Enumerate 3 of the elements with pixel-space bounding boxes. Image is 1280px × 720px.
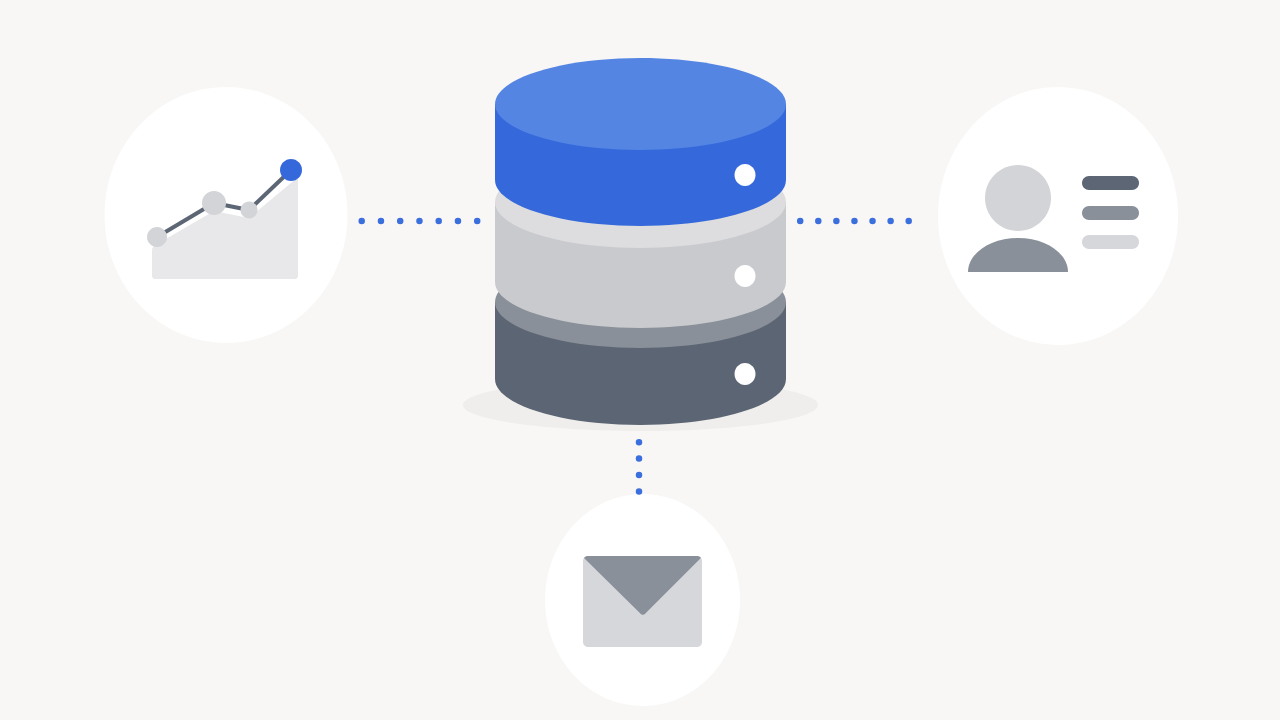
dotted-connector	[796, 217, 914, 225]
dotted-connector	[635, 438, 643, 496]
dotted-connector	[358, 217, 483, 225]
